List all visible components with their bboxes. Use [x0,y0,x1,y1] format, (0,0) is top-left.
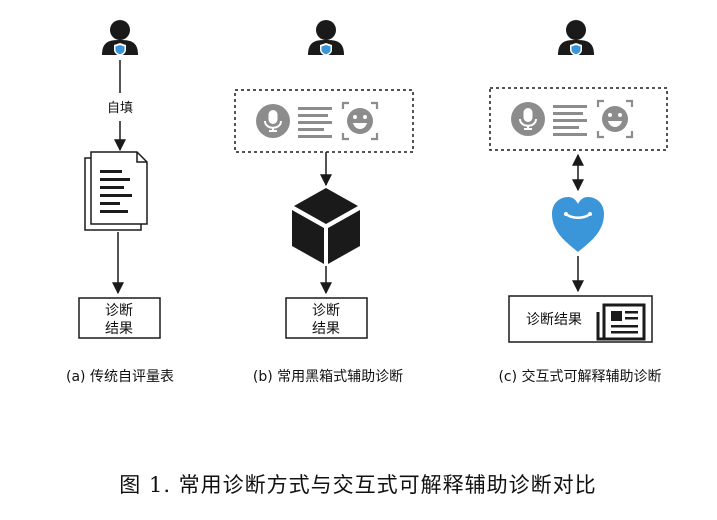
panel-b: 诊断 结果 (b) 常用黑箱式辅助诊断 [234,20,414,385]
result-text-c: 诊断结果 [526,312,582,328]
patient-icon-b [308,20,344,56]
interactive-heart-icon [552,197,604,252]
input-label-a: 自填 [107,101,133,116]
panel-caption-c: (c) 交互式可解释辅助诊断 [498,368,661,385]
result-text-a-line2: 结果 [105,321,133,337]
multimodal-icons-c [509,99,634,139]
document-icon [84,151,148,231]
black-box-icon [292,188,360,264]
multimodal-icons-b [254,101,379,141]
report-icon [596,303,646,341]
panel-caption-b: (b) 常用黑箱式辅助诊断 [253,369,403,385]
result-box-b [285,297,368,339]
patient-icon-a [102,20,138,56]
panel-a: 自填 诊断 结果 (a) 传统自评量表 [66,20,174,385]
panel-caption-a: (a) 传统自评量表 [66,369,174,385]
result-text-a-line1: 诊断 [105,303,133,319]
result-text-b-line2: 结果 [312,321,340,337]
result-text-b-line1: 诊断 [312,303,340,319]
figure-caption: 图 1. 常用诊断方式与交互式可解释辅助诊断对比 [119,473,596,497]
patient-icon-c [558,20,594,56]
multimodal-input-box-c [489,87,668,151]
panel-c: 诊断结果 (c) 交互式可解释辅助诊断 [489,20,668,385]
result-box-a [78,297,161,339]
